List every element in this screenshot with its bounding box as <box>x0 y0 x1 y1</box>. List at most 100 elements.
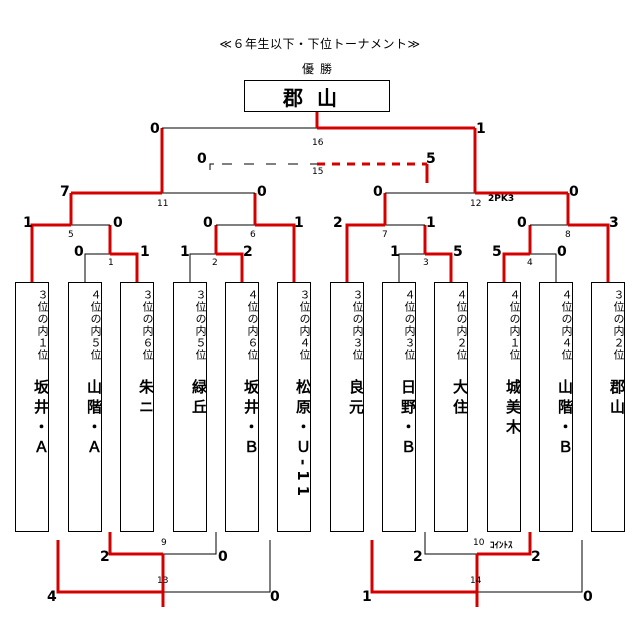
score: 3 <box>609 215 619 231</box>
match-number: 6 <box>250 230 256 240</box>
match-number: 1 <box>108 258 114 268</box>
bracket-line-winner <box>255 223 296 282</box>
team-name: 緑丘 <box>190 379 208 419</box>
score: 1 <box>180 244 190 260</box>
team-name: 城美木 <box>504 379 522 439</box>
team-name: 日野・Ｂ <box>399 379 417 459</box>
bracket-line-winner <box>370 540 477 594</box>
bracket-line <box>163 532 217 555</box>
team-rank: ４位の内１位 <box>508 289 521 361</box>
team-box: ３位の内３位良元 <box>330 282 365 532</box>
team-name: 坂井・Ａ <box>32 379 50 459</box>
champion-box: 郡山 <box>244 80 390 112</box>
team-name: 良元 <box>347 379 365 419</box>
score: 2 <box>531 549 541 565</box>
team-box: ４位の内６位坂井・Ｂ <box>225 282 260 532</box>
score: 1 <box>23 215 33 231</box>
bracket-line-winner <box>568 223 610 282</box>
match-note-coin-toss: ｺｲﾝﾄｽ <box>490 541 513 551</box>
match-note-pk: 2PK3 <box>488 194 515 204</box>
match-number: 10 <box>473 538 485 548</box>
bracket-line-winner <box>30 223 71 282</box>
team-box: ３位の内２位郡山 <box>591 282 626 532</box>
team-rank: ３位の内６位 <box>141 289 154 361</box>
score: 5 <box>426 151 436 167</box>
team-box: ３位の内１位坂井・Ａ <box>15 282 50 532</box>
match-number: 3 <box>423 258 429 268</box>
score: 0 <box>557 244 567 260</box>
team-box: ４位の内２位大住 <box>434 282 469 532</box>
score: 4 <box>47 589 57 605</box>
score: 0 <box>150 121 160 137</box>
match-number: 16 <box>312 138 324 148</box>
team-rank: ４位の内２位 <box>455 289 468 361</box>
score: 0 <box>569 184 579 200</box>
team-rank: ４位の内４位 <box>560 289 573 361</box>
score: 7 <box>60 184 70 200</box>
team-rank: ３位の内３位 <box>351 289 364 361</box>
score: 1 <box>476 121 486 137</box>
match-number: 2 <box>212 258 218 268</box>
score: 0 <box>583 589 593 605</box>
bracket-line <box>209 163 214 170</box>
score: 0 <box>373 184 383 200</box>
bracket-line <box>84 253 110 282</box>
team-box: ４位の内３位日野・Ｂ <box>382 282 417 532</box>
score: 0 <box>517 215 527 231</box>
bracket-line-winner <box>108 532 163 556</box>
bracket-line <box>163 540 271 593</box>
score: 1 <box>362 589 372 605</box>
team-rank: ３位の内５位 <box>194 289 207 361</box>
team-box: ３位の内４位松原・Ｕ-11 <box>277 282 312 532</box>
team-name: 郡山 <box>608 379 626 419</box>
team-name: 山階・Ａ <box>85 379 103 459</box>
team-name: 坂井・Ｂ <box>242 379 260 459</box>
team-box: ３位の内５位緑丘 <box>173 282 208 532</box>
score: 1 <box>140 244 150 260</box>
team-name: 朱ニ <box>137 379 155 419</box>
match-number: 13 <box>157 576 169 586</box>
team-rank: ３位の内２位 <box>612 289 625 361</box>
score: 2 <box>100 549 110 565</box>
score: 1 <box>294 215 304 231</box>
champion-label: 優勝 <box>301 62 338 76</box>
team-rank: ３位の内１位 <box>36 289 49 361</box>
team-rank: ３位の内４位 <box>298 289 311 361</box>
bracket-line-winner <box>345 223 385 282</box>
team-name: 山階・Ｂ <box>556 379 574 459</box>
team-name: 松原・Ｕ-11 <box>294 379 312 502</box>
score: 0 <box>257 184 267 200</box>
score: 0 <box>203 215 213 231</box>
bracket-line <box>189 253 216 282</box>
bracket-line-winner <box>502 252 530 282</box>
team-rank: ４位の内５位 <box>89 289 102 361</box>
bracket-line-winner <box>477 532 532 556</box>
bracket-line <box>530 253 557 282</box>
bracket-line <box>477 540 583 593</box>
team-rank: ４位の内３位 <box>403 289 416 361</box>
bracket-line <box>424 532 477 555</box>
bracket-line <box>398 253 425 282</box>
page-title: ≪６年生以下・下位トーナメント≫ <box>219 37 421 51</box>
score: 0 <box>270 589 280 605</box>
match-number: 5 <box>68 230 74 240</box>
team-box: ４位の内４位山階・Ｂ <box>539 282 574 532</box>
team-name: 大住 <box>451 379 469 419</box>
match-number: 12 <box>470 199 482 209</box>
score: 0 <box>197 151 207 167</box>
team-box: ４位の内５位山階・Ａ <box>68 282 103 532</box>
match-number: 14 <box>470 576 482 586</box>
score: 5 <box>492 244 502 260</box>
match-number: 7 <box>382 230 388 240</box>
team-box: ３位の内６位朱ニ <box>120 282 155 532</box>
match-number: 4 <box>527 258 533 268</box>
bracket-line-winner <box>216 252 244 282</box>
score: 1 <box>390 244 400 260</box>
score: 5 <box>453 244 463 260</box>
score: 1 <box>426 215 436 231</box>
match-number: 8 <box>565 230 571 240</box>
bracket-line-winner <box>56 540 163 594</box>
score: 2 <box>333 215 343 231</box>
bracket-line-winner <box>425 252 453 282</box>
match-number: 11 <box>157 199 169 209</box>
